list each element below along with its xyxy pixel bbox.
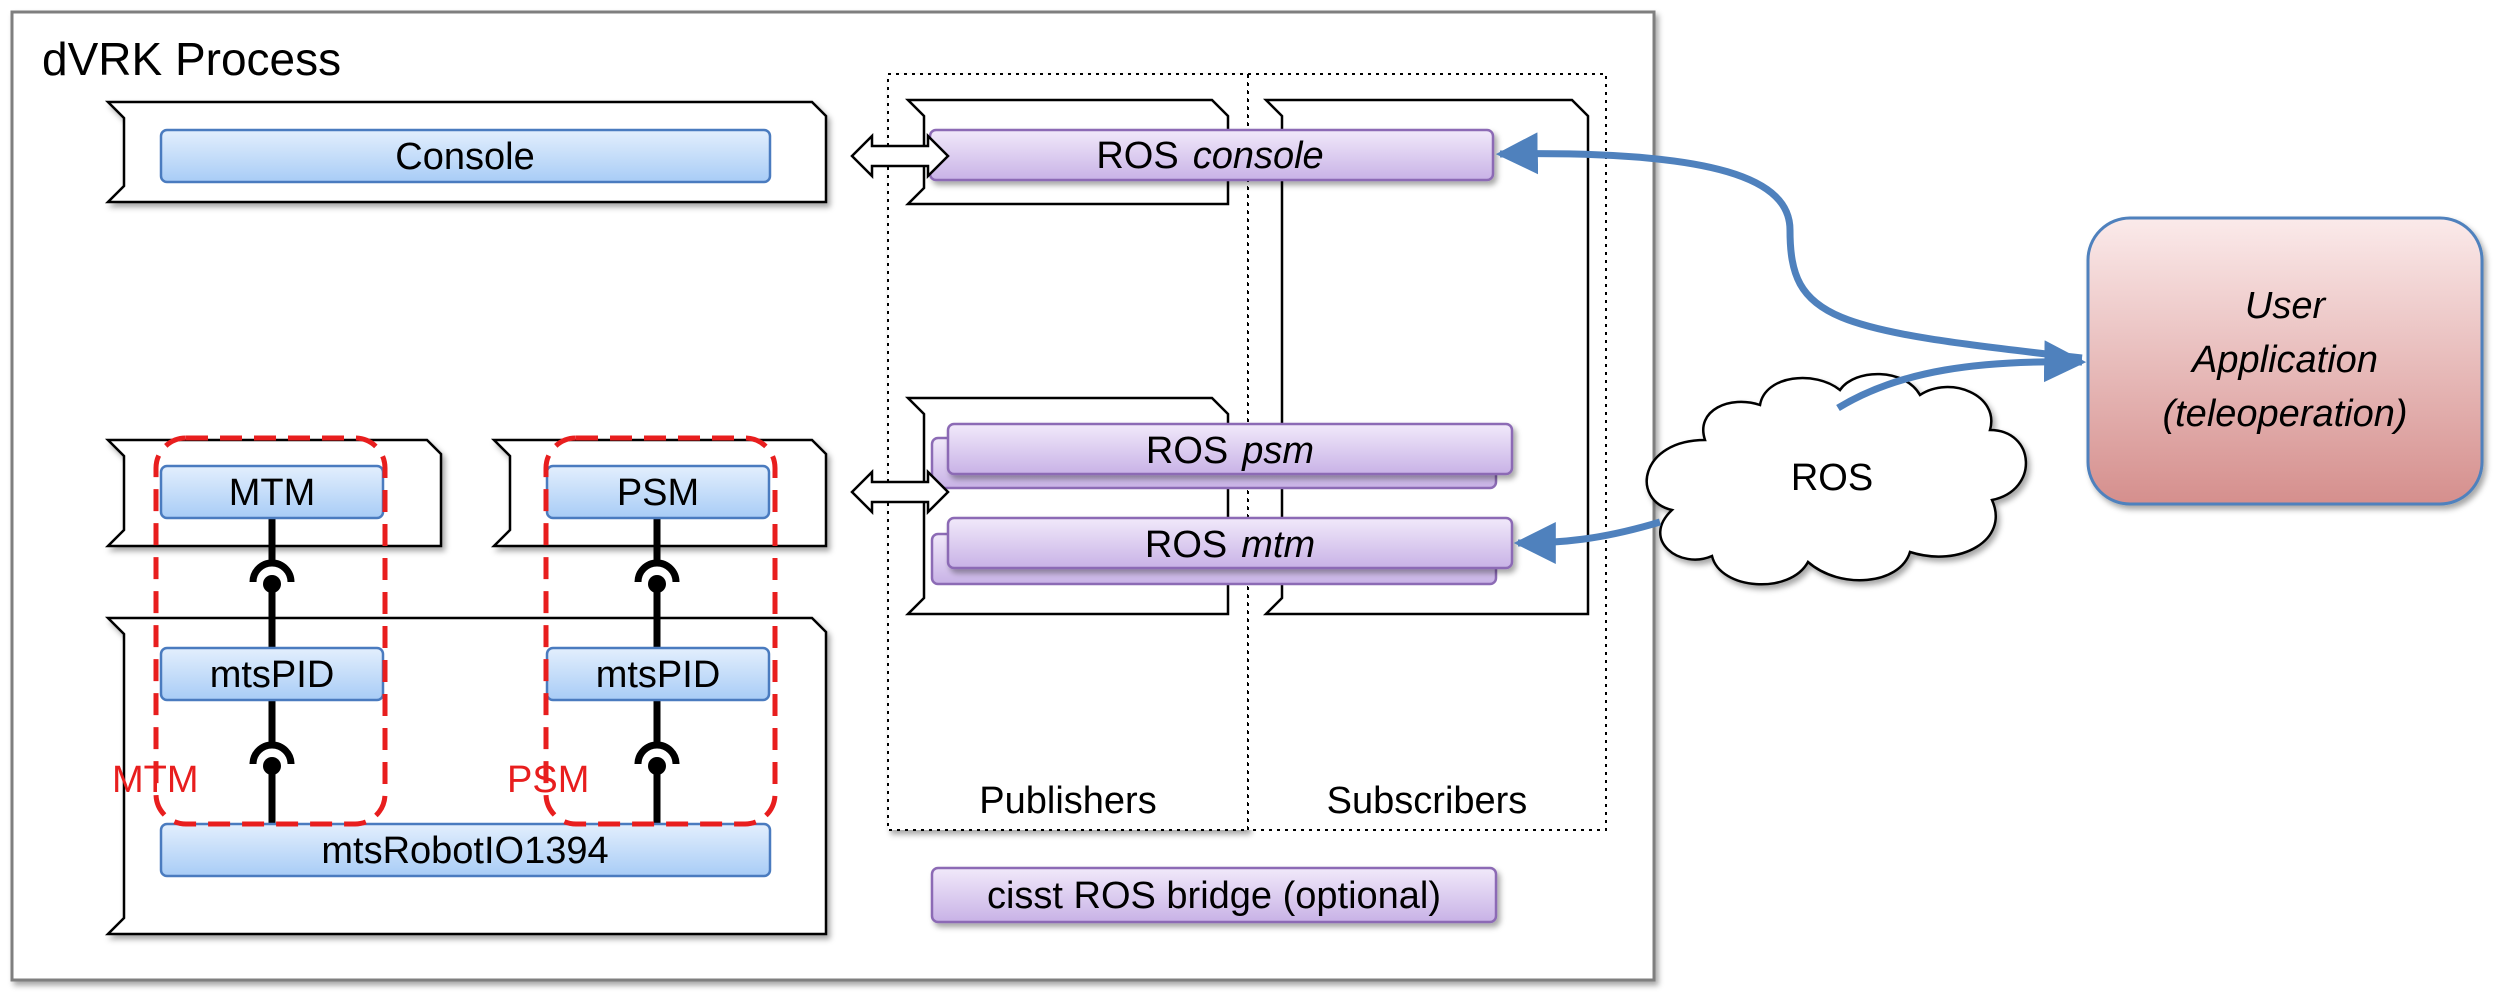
bridge-label-box: cisst ROS bridge (optional) [930,866,1498,924]
robots-bridge-arrow [850,468,950,516]
psm-group-outline: PSM [507,435,778,827]
ros-mtm-component: ROS mtm [930,516,1514,586]
process-title: dVRK Process [42,33,341,85]
ros-psm-name: psm [1241,430,1314,472]
mtm-interface-connectors [249,518,295,826]
mts-pid-psm-component: mtsPID [545,646,771,702]
ros-cloud-label: ROS [1791,457,1873,499]
publishers-label: Publishers [979,780,1156,822]
robot-io-label: mtsRobotIO1394 [321,830,608,872]
mtm-group-outline: MTM [112,435,388,827]
psm-interface-connectors [634,518,680,826]
cloud-to-user-arrow [1836,340,2087,411]
user-app-line1: User [2245,285,2327,327]
user-to-console-arrow [1495,132,2083,362]
psm-label: PSM [617,472,699,514]
ros-console-component: ROS console [928,128,1495,182]
console-label: Console [395,136,534,178]
user-app-line2: Application [2190,339,2378,381]
ros-console-name: console [1193,135,1324,177]
subscribers-label: Subscribers [1327,780,1528,822]
mtm-group-label: MTM [112,759,199,801]
console-bridge-arrow [850,132,950,180]
robot-io-component: mtsRobotIO1394 [159,822,772,878]
ros-mtm-name: mtm [1241,524,1315,566]
ros-psm-component: ROS psm [930,422,1514,490]
mtm-label: MTM [229,472,316,514]
ros-psm-prefix: ROS [1146,430,1228,472]
mts-pid-psm-label: mtsPID [596,654,721,696]
console-container: Console [104,100,828,204]
bridge-label: cisst ROS bridge (optional) [987,875,1441,917]
psm-component: PSM [545,464,771,520]
ros-cloud: ROS [1645,372,2028,586]
user-app-line3: (teleoperation) [2162,393,2407,435]
mts-pid-mtm-label: mtsPID [210,654,335,696]
mts-pid-mtm-component: mtsPID [159,646,385,702]
cloud-to-ros-mtm-arrow [1513,518,1662,564]
mtm-component: MTM [159,464,385,520]
console-component [159,128,772,184]
user-application-box: User Application (teleoperation) [2086,216,2484,506]
psm-group-label: PSM [507,759,589,801]
ros-console-prefix: ROS [1096,135,1178,177]
ros-mtm-prefix: ROS [1145,524,1227,566]
